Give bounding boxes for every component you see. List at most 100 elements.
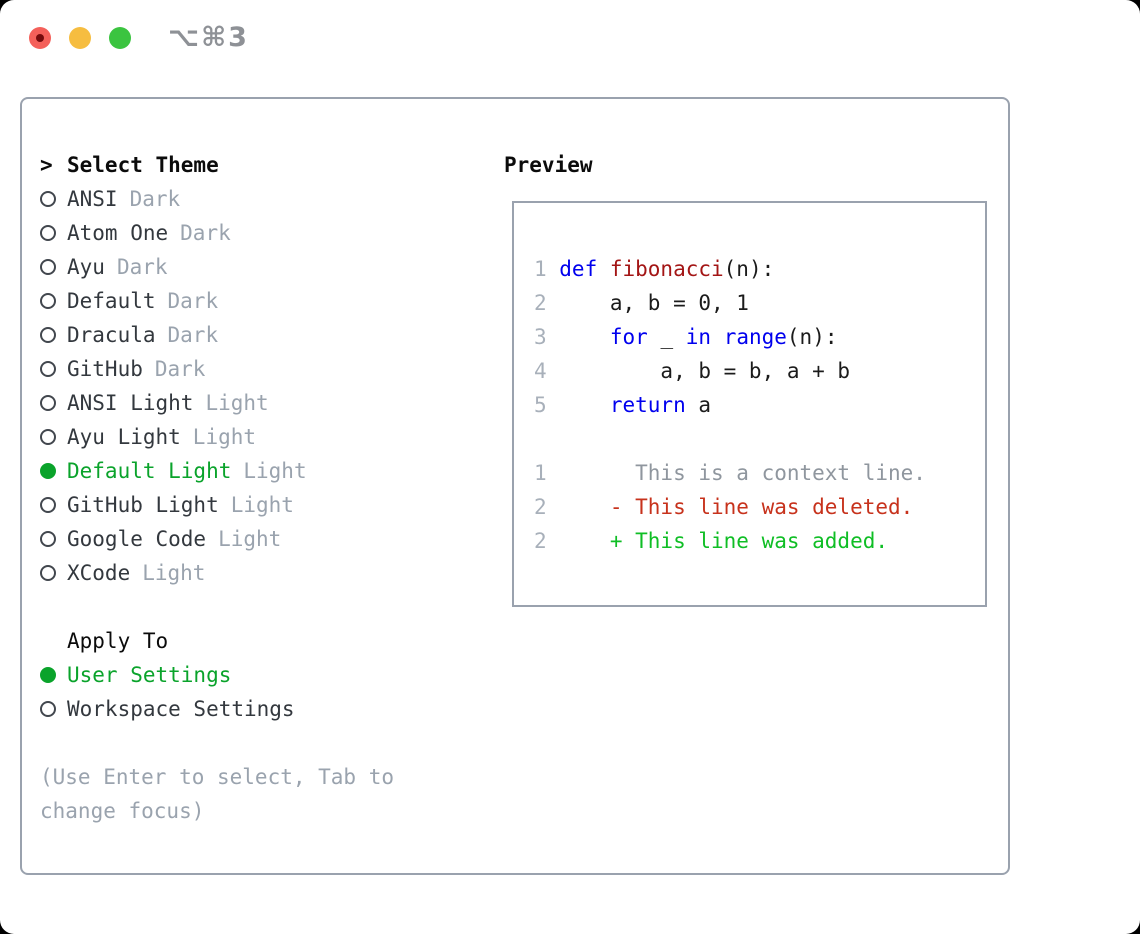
theme-variant: Dark xyxy=(180,221,231,245)
code-token-plain xyxy=(559,325,610,349)
preview-diff-line-deleted: 2 - This line was deleted. xyxy=(534,490,985,524)
theme-option[interactable]: GitHub Dark xyxy=(40,352,440,386)
radio-icon xyxy=(40,395,56,411)
radio-icon xyxy=(40,565,56,581)
code-token-plain: a xyxy=(685,393,712,417)
line-number: 4 xyxy=(534,359,547,383)
theme-variant: Light xyxy=(192,425,257,449)
theme-variant: Dark xyxy=(154,357,206,381)
close-button[interactable] xyxy=(29,27,51,49)
theme-variant: Dark xyxy=(167,323,219,347)
preview-code-line: 2 a, b = 0, 1 xyxy=(534,286,985,320)
apply-to-section: Apply To User Settings Workspace Setting… xyxy=(40,624,440,726)
preview-code-line: 4 a, b = b, a + b xyxy=(534,354,985,388)
code-token-plain xyxy=(711,325,724,349)
titlebar: ⌥⌘3 xyxy=(0,0,1140,76)
theme-name: ANSI Light xyxy=(67,391,194,415)
theme-option[interactable]: Google Code Light xyxy=(40,522,440,556)
radio-icon xyxy=(40,225,56,241)
traffic-lights xyxy=(29,27,131,49)
preview-title: Preview xyxy=(504,153,593,177)
theme-variant: Light xyxy=(218,527,282,551)
preview-code-line: 3 for _ in range(n): xyxy=(534,320,985,354)
code-token-plain: (n): xyxy=(723,257,775,281)
preview-code-line: 5 return a xyxy=(534,388,985,422)
diff-preview: 1 This is a context line. 2 - This line … xyxy=(534,456,985,558)
radio-icon xyxy=(40,191,56,207)
select-theme-title: Select Theme xyxy=(67,153,219,177)
radio-icon xyxy=(40,497,56,513)
radio-icon xyxy=(40,327,56,343)
theme-option[interactable]: Dracula Dark xyxy=(40,318,440,352)
radio-icon xyxy=(40,259,56,275)
keyboard-shortcut-label: ⌥⌘3 xyxy=(168,22,249,53)
apply-to-title: Apply To xyxy=(67,629,169,653)
theme-name: Default Light xyxy=(67,459,232,483)
code-token-keyword: def xyxy=(559,257,610,281)
theme-name: Atom One xyxy=(67,221,169,245)
theme-option[interactable]: Default Dark xyxy=(40,284,440,318)
code-token-plain: a, b = 0, 1 xyxy=(559,291,749,315)
code-token-plain: a, b = b, a + b xyxy=(559,359,851,383)
select-theme-header-row: > Select Theme xyxy=(40,148,440,182)
keyboard-hint: (Use Enter to select, Tab to change focu… xyxy=(40,765,395,823)
theme-option[interactable]: Ayu Light Light xyxy=(40,420,440,454)
theme-name: XCode xyxy=(67,561,131,585)
radio-icon xyxy=(40,463,56,479)
theme-option[interactable]: Ayu Dark xyxy=(40,250,440,284)
minimize-button[interactable] xyxy=(69,27,91,49)
prompt-char: > xyxy=(40,153,53,177)
preview-diff-line-added: 2 + This line was added. xyxy=(534,524,985,558)
apply-to-label: User Settings xyxy=(67,663,232,687)
radio-icon xyxy=(40,293,56,309)
line-number: 3 xyxy=(534,325,547,349)
theme-variant: Light xyxy=(243,459,307,483)
theme-option[interactable]: ANSI Light Light xyxy=(40,386,440,420)
theme-variant: Dark xyxy=(167,289,219,313)
radio-icon xyxy=(40,667,56,683)
edited-dot-icon xyxy=(36,34,44,42)
code-token-keyword: range xyxy=(723,325,787,349)
maximize-button[interactable] xyxy=(109,27,131,49)
apply-to-options: User Settings Workspace Settings xyxy=(40,658,440,726)
code-token-plain xyxy=(559,393,610,417)
radio-icon xyxy=(40,531,56,547)
code-token-keyword: for xyxy=(609,325,648,349)
apply-to-option[interactable]: Workspace Settings xyxy=(40,692,440,726)
radio-icon xyxy=(40,429,56,445)
theme-variant: Dark xyxy=(129,187,181,211)
line-number: 2 xyxy=(534,529,547,553)
radio-icon xyxy=(40,361,56,377)
theme-variant: Light xyxy=(205,391,269,415)
line-number: 2 xyxy=(534,495,547,519)
theme-name: Google Code xyxy=(67,527,207,551)
theme-option[interactable]: Atom One Dark xyxy=(40,216,440,250)
theme-variant: Dark xyxy=(116,255,168,279)
line-number: 1 xyxy=(534,461,547,485)
code-token-keyword: in xyxy=(685,325,712,349)
theme-name: GitHub xyxy=(67,357,143,381)
theme-name: Dracula xyxy=(67,323,156,347)
theme-option[interactable]: XCode Light xyxy=(40,556,440,590)
theme-variant: Light xyxy=(230,493,294,517)
line-number: 2 xyxy=(534,291,547,315)
code-token-keyword: return xyxy=(609,393,686,417)
theme-name: Ayu xyxy=(67,255,105,279)
code-token-plain: (n): xyxy=(786,325,838,349)
theme-name: Ayu Light xyxy=(67,425,181,449)
theme-option[interactable]: Default Light Light xyxy=(40,454,440,488)
apply-to-option[interactable]: User Settings xyxy=(40,658,440,692)
theme-name: Default xyxy=(67,289,156,313)
code-token-function: fibonacci xyxy=(609,257,724,281)
preview-diff-line-context: 1 This is a context line. xyxy=(534,456,985,490)
theme-variant: Light xyxy=(142,561,206,585)
